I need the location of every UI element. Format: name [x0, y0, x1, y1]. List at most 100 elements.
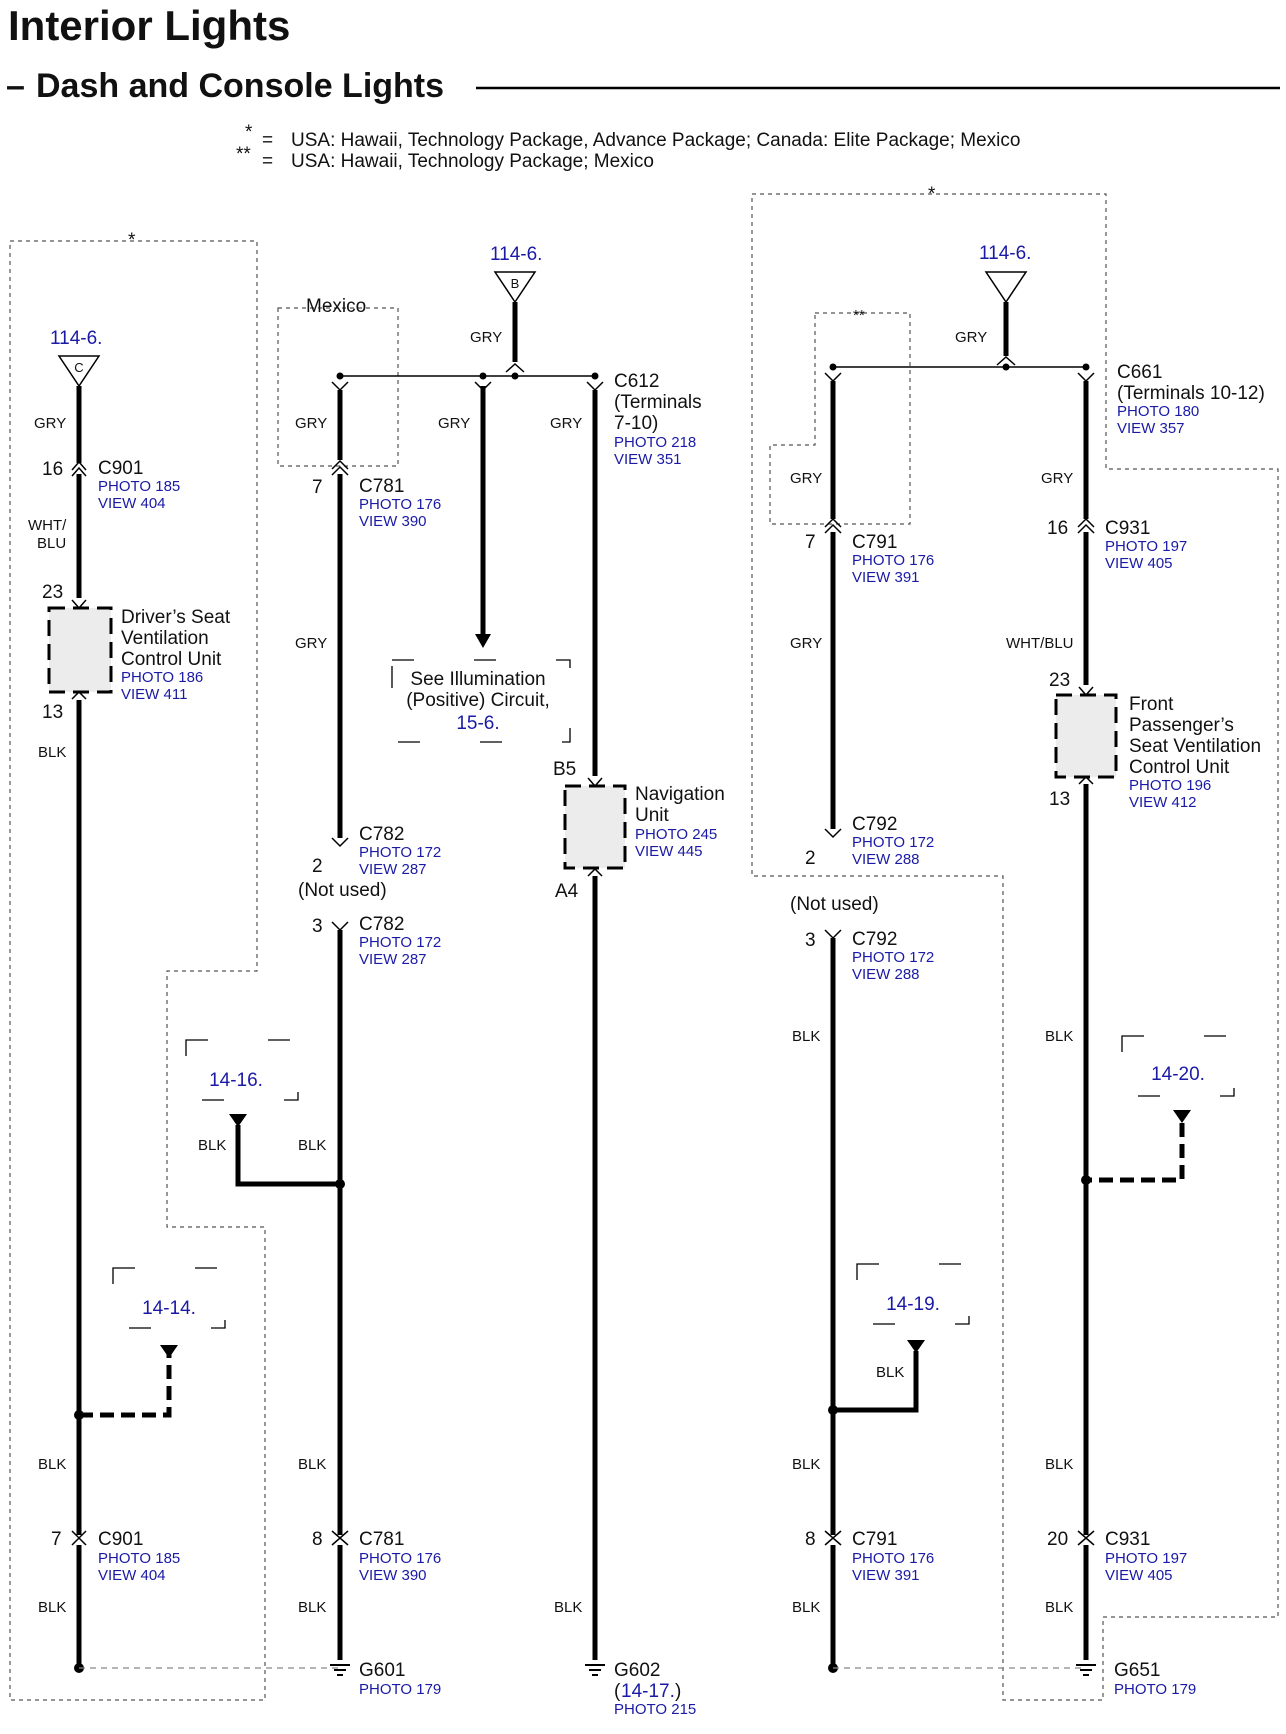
passenger-unit-bottom-terminal [1078, 775, 1094, 785]
illumination-ref[interactable]: 15-6. [456, 713, 499, 734]
ref-14-19[interactable]: 14-19. [886, 1294, 940, 1315]
g651-photo[interactable]: PHOTO 179 [1114, 1681, 1196, 1698]
power-ref-c-page[interactable]: 114-6. [50, 328, 102, 349]
g602-photo[interactable]: PHOTO 215 [614, 1701, 696, 1718]
c781-top-name: C781 [359, 476, 404, 497]
c782-b-symbol [331, 921, 349, 932]
c782-a-view[interactable]: VIEW 287 [359, 861, 427, 878]
c782-a-photo[interactable]: PHOTO 172 [359, 844, 441, 861]
passenger-unit-photo[interactable]: PHOTO 196 [1129, 777, 1211, 794]
right-bus-node-2 [1002, 363, 1010, 371]
c612-photo[interactable]: PHOTO 218 [614, 434, 696, 451]
c792-a-pin: 2 [805, 848, 816, 869]
c791-bottom-view[interactable]: VIEW 391 [852, 1567, 920, 1584]
passenger-unit-view[interactable]: VIEW 412 [1129, 794, 1197, 811]
c791-top-view[interactable]: VIEW 391 [852, 569, 920, 586]
col5-color-4: BLK [792, 1456, 820, 1473]
col5-branch-color: BLK [876, 1364, 904, 1381]
power-ref-right-page[interactable]: 114-6. [979, 243, 1031, 264]
c612-col3-terminal [474, 381, 492, 392]
c901-bottom-view[interactable]: VIEW 404 [98, 1567, 166, 1584]
col5-color-3: BLK [792, 1028, 820, 1045]
note-eq-1: = [262, 130, 273, 151]
c791-bottom-photo[interactable]: PHOTO 176 [852, 1550, 934, 1567]
c781-top-view[interactable]: VIEW 390 [359, 513, 427, 530]
c781-top-pin: 7 [312, 477, 323, 498]
ref-14-14[interactable]: 14-14. [142, 1298, 196, 1319]
c661-line1: (Terminals 10-12) [1117, 383, 1265, 404]
power-triangle-right [984, 271, 1028, 304]
col5-branch-wire [833, 1351, 919, 1413]
passenger-unit-label-4: Control Unit [1129, 757, 1230, 778]
c791-top-photo[interactable]: PHOTO 176 [852, 552, 934, 569]
c661-terminal [996, 355, 1016, 366]
c931-bottom-photo[interactable]: PHOTO 197 [1105, 1550, 1187, 1567]
c931-top-view[interactable]: VIEW 405 [1105, 555, 1173, 572]
c901-top-view[interactable]: VIEW 404 [98, 495, 166, 512]
passenger-unit-label-1: Front [1129, 694, 1174, 715]
c661-view[interactable]: VIEW 357 [1117, 420, 1185, 437]
bus-node-4 [591, 372, 599, 380]
power-triangle-c [57, 355, 101, 388]
c931-top-name: C931 [1105, 518, 1150, 539]
note-text-1: USA: Hawaii, Technology Package, Advance… [291, 130, 1020, 151]
c781-bottom-photo[interactable]: PHOTO 176 [359, 1550, 441, 1567]
c901-bottom-name: C901 [98, 1529, 143, 1550]
c612-terminal [505, 362, 525, 373]
c612-col2-terminal [331, 381, 349, 392]
c931-bottom-view[interactable]: VIEW 405 [1105, 1567, 1173, 1584]
c901-top-pin: 16 [42, 459, 63, 480]
c792-a-view[interactable]: VIEW 288 [852, 851, 920, 868]
ref-14-20[interactable]: 14-20. [1151, 1064, 1205, 1085]
c792-b-view[interactable]: VIEW 288 [852, 966, 920, 983]
col6-dashed-branch [1086, 1123, 1185, 1183]
passenger-region-mark: * [928, 184, 936, 205]
c782-b-name: C782 [359, 914, 404, 935]
driver-unit-photo[interactable]: PHOTO 186 [121, 669, 203, 686]
c782-b-view[interactable]: VIEW 287 [359, 951, 427, 968]
passenger-unit-label-3: Seat Ventilation [1129, 736, 1261, 757]
g651-name: G651 [1114, 1660, 1160, 1681]
nav-ground-color: BLK [554, 1599, 582, 1616]
ref-14-16[interactable]: 14-16. [209, 1070, 263, 1091]
c792-b-photo[interactable]: PHOTO 172 [852, 949, 934, 966]
g602-ref[interactable]: 14-17. [621, 1681, 675, 1702]
c781-top-symbol [331, 459, 349, 476]
c901-top-photo[interactable]: PHOTO 185 [98, 478, 180, 495]
passenger-unit-label-2: Passenger’s [1129, 715, 1234, 736]
c792-not-used: (Not used) [790, 894, 879, 915]
c782-b-photo[interactable]: PHOTO 172 [359, 934, 441, 951]
right-bus-node-3 [1082, 363, 1090, 371]
driver-seat-unit[interactable] [47, 606, 113, 694]
c612-view[interactable]: VIEW 351 [614, 451, 682, 468]
col6-color-3: BLK [1045, 1028, 1073, 1045]
g602-name: G602 [614, 1660, 660, 1681]
driver-wire-color-3: BLK [38, 744, 66, 761]
driver-region-mark: * [128, 230, 136, 251]
driver-ref-arrow [160, 1345, 178, 1358]
navigation-unit[interactable] [563, 784, 627, 870]
c661-name: C661 [1117, 362, 1162, 383]
power-terminal-c: C [74, 360, 83, 375]
c792-a-photo[interactable]: PHOTO 172 [852, 834, 934, 851]
c792-a-name: C792 [852, 814, 897, 835]
nav-pin-in: B5 [553, 759, 576, 780]
page-title: Interior Lights [8, 2, 290, 49]
driver-unit-label-2: Ventilation [121, 628, 209, 649]
passenger-seat-unit[interactable] [1054, 693, 1118, 779]
c931-top-photo[interactable]: PHOTO 197 [1105, 538, 1187, 555]
c661-photo[interactable]: PHOTO 180 [1117, 403, 1199, 420]
driver-wire-color-5: BLK [38, 1599, 66, 1616]
c901-bottom-photo[interactable]: PHOTO 185 [98, 1550, 180, 1567]
c781-top-photo[interactable]: PHOTO 176 [359, 496, 441, 513]
c781-bottom-view[interactable]: VIEW 390 [359, 1567, 427, 1584]
driver-splice-dashed-wire [79, 1354, 172, 1418]
nav-photo[interactable]: PHOTO 245 [635, 826, 717, 843]
power-ref-b-page[interactable]: 114-6. [490, 244, 542, 265]
g601-photo[interactable]: PHOTO 179 [359, 1681, 441, 1698]
col2-color-1: GRY [295, 415, 327, 432]
col2-branch-color: BLK [198, 1137, 226, 1154]
nav-view[interactable]: VIEW 445 [635, 843, 703, 860]
g601-name: G601 [359, 1660, 405, 1681]
driver-unit-view[interactable]: VIEW 411 [121, 686, 187, 703]
